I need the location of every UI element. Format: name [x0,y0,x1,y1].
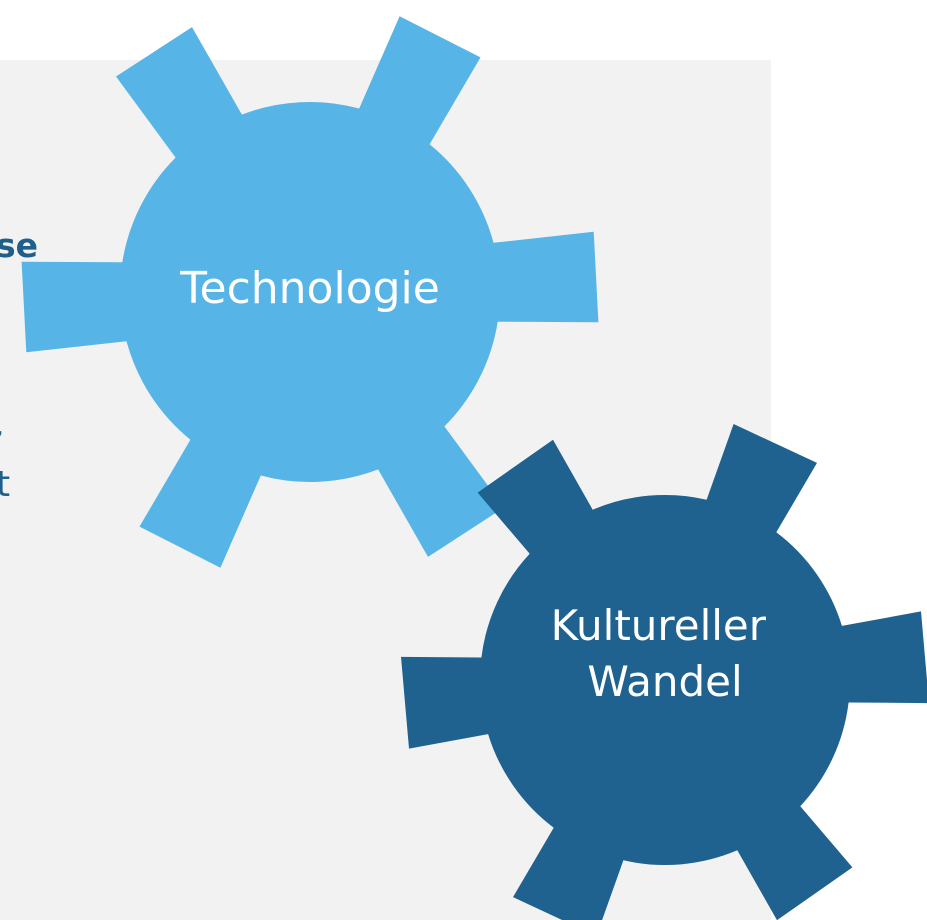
gear-technologie-label: Technologie [179,263,440,314]
gear-technologie: Technologie [21,16,599,568]
clipped-body-text-1: , [0,404,5,443]
gear-kultureller-wandel: Kultureller Wandel [401,424,927,920]
gear-kultureller-wandel-label-line: Wandel [587,657,742,706]
gear-kultureller-wandel-label: Kultureller Wandel [551,601,780,706]
gear-kultureller-wandel-label-line: Kultureller [551,601,767,650]
gear-technologie-label-line: Technologie [179,263,440,314]
gear-kultureller-wandel-shape [401,424,927,920]
gear-technologie-shape [21,16,599,568]
clipped-body-text-2: t [0,464,11,505]
clipped-heading-text: se [0,226,39,265]
